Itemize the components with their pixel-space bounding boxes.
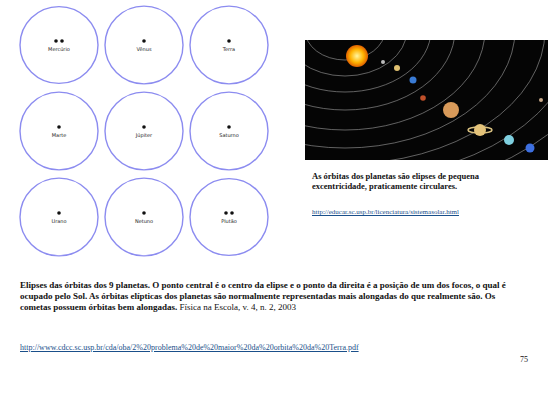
orbit-ellipse: Vênus <box>103 4 185 86</box>
orbit-outline <box>103 4 185 86</box>
photo-caption: As órbitas dos planetas são elipses de p… <box>312 171 479 191</box>
solar-system-photo <box>305 40 548 160</box>
orbit-ellipse: Urano <box>18 176 100 258</box>
orbit-ellipse: Mercúrio <box>18 4 100 86</box>
orbit-outline <box>18 90 100 172</box>
citation: Física na Escola, v. 4, n. 2, 2003 <box>180 302 296 312</box>
text-block: http://educar.sc.usp.br/licenciatura/sis… <box>312 208 512 217</box>
text-block: Elipses das órbitas dos 9 planetas. O po… <box>20 280 520 313</box>
orbit-outline <box>103 176 185 258</box>
planet-name: Marte <box>51 132 67 138</box>
planet-name: Terra <box>222 46 236 52</box>
text-block: 75 <box>520 355 528 365</box>
planet-name: Plutão <box>220 218 238 224</box>
text-block: As órbitas dos planetas são elipses de p… <box>312 171 487 191</box>
orbit-outline <box>188 4 270 86</box>
planet-name: Mercúrio <box>47 46 71 52</box>
text-block: http://www.cdcc.sc.usp.br/cda/oba/2%20pr… <box>20 343 500 353</box>
orbit-ellipse: Marte <box>18 90 100 172</box>
orbit-outline <box>18 4 100 86</box>
orbit-ellipse: Plutão <box>188 176 270 258</box>
orbit-ellipse: Netuno <box>103 176 185 258</box>
orbit-ellipse: Terra <box>188 4 270 86</box>
source-link: http://educar.sc.usp.br/licenciatura/sis… <box>312 208 459 216</box>
source-link: http://www.cdcc.sc.usp.br/cda/oba/2%20pr… <box>20 343 359 352</box>
orbit-outline <box>103 90 185 172</box>
orbit-ellipse: Saturno <box>188 90 270 172</box>
page-number: 75 <box>520 355 528 364</box>
orbit-outline <box>188 176 270 258</box>
planet-name: Saturno <box>218 132 240 138</box>
planet-name: Vênus <box>135 46 152 52</box>
orbit-ellipse: Júpiter <box>103 90 185 172</box>
planet-name: Urano <box>50 218 67 224</box>
orbit-outline <box>18 176 100 258</box>
orbit-outline <box>188 90 270 172</box>
planet-name: Netuno <box>134 218 154 224</box>
planet-name: Júpiter <box>135 132 153 138</box>
